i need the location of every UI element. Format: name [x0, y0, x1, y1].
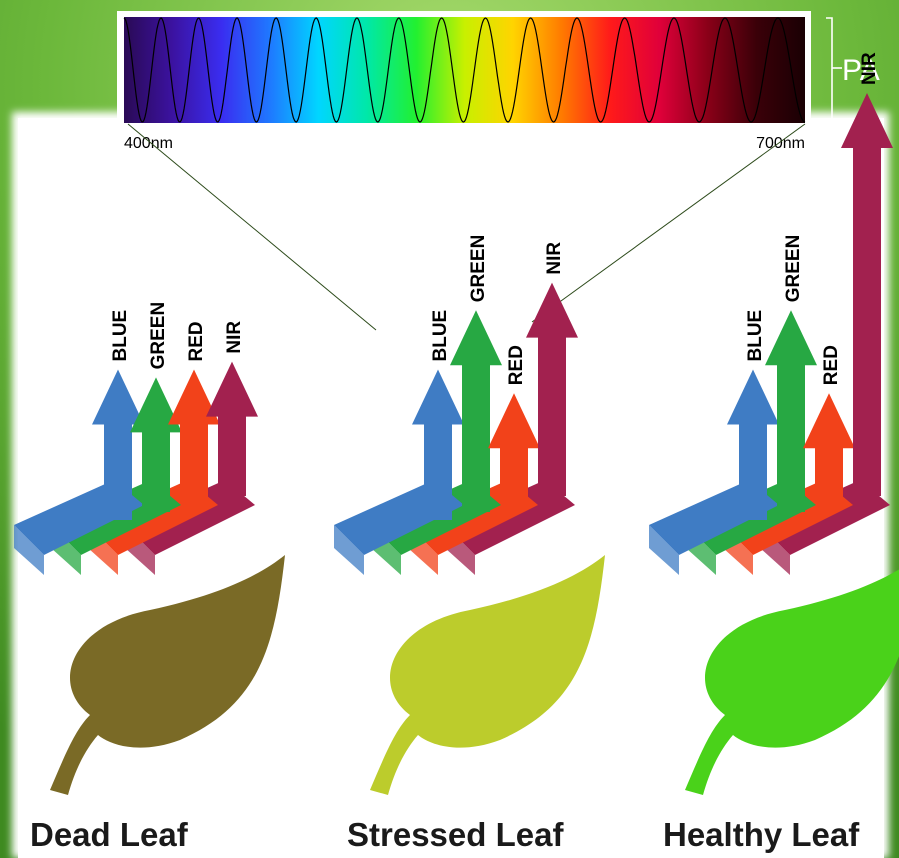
band-label-green: GREEN — [783, 235, 804, 303]
leaf-caption: Healthy Leaf — [663, 816, 860, 853]
spectrum-end-label: 700nm — [756, 135, 805, 152]
leaf-caption: Stressed Leaf — [347, 816, 564, 853]
band-label-blue: BLUE — [745, 310, 766, 362]
band-label-red: RED — [506, 345, 527, 385]
band-label-red: RED — [821, 345, 842, 385]
band-label-green: GREEN — [148, 302, 169, 370]
spectrum-start-label: 400nm — [124, 135, 173, 152]
spectrum-bar — [124, 17, 805, 123]
leaf-caption: Dead Leaf — [30, 816, 189, 853]
band-label-green: GREEN — [468, 235, 489, 303]
band-label-nir: NIR — [859, 52, 880, 85]
band-label-red: RED — [186, 321, 207, 361]
band-label-nir: NIR — [224, 321, 245, 354]
band-label-nir: NIR — [544, 242, 565, 275]
band-label-blue: BLUE — [430, 310, 451, 362]
band-label-blue: BLUE — [110, 310, 131, 362]
